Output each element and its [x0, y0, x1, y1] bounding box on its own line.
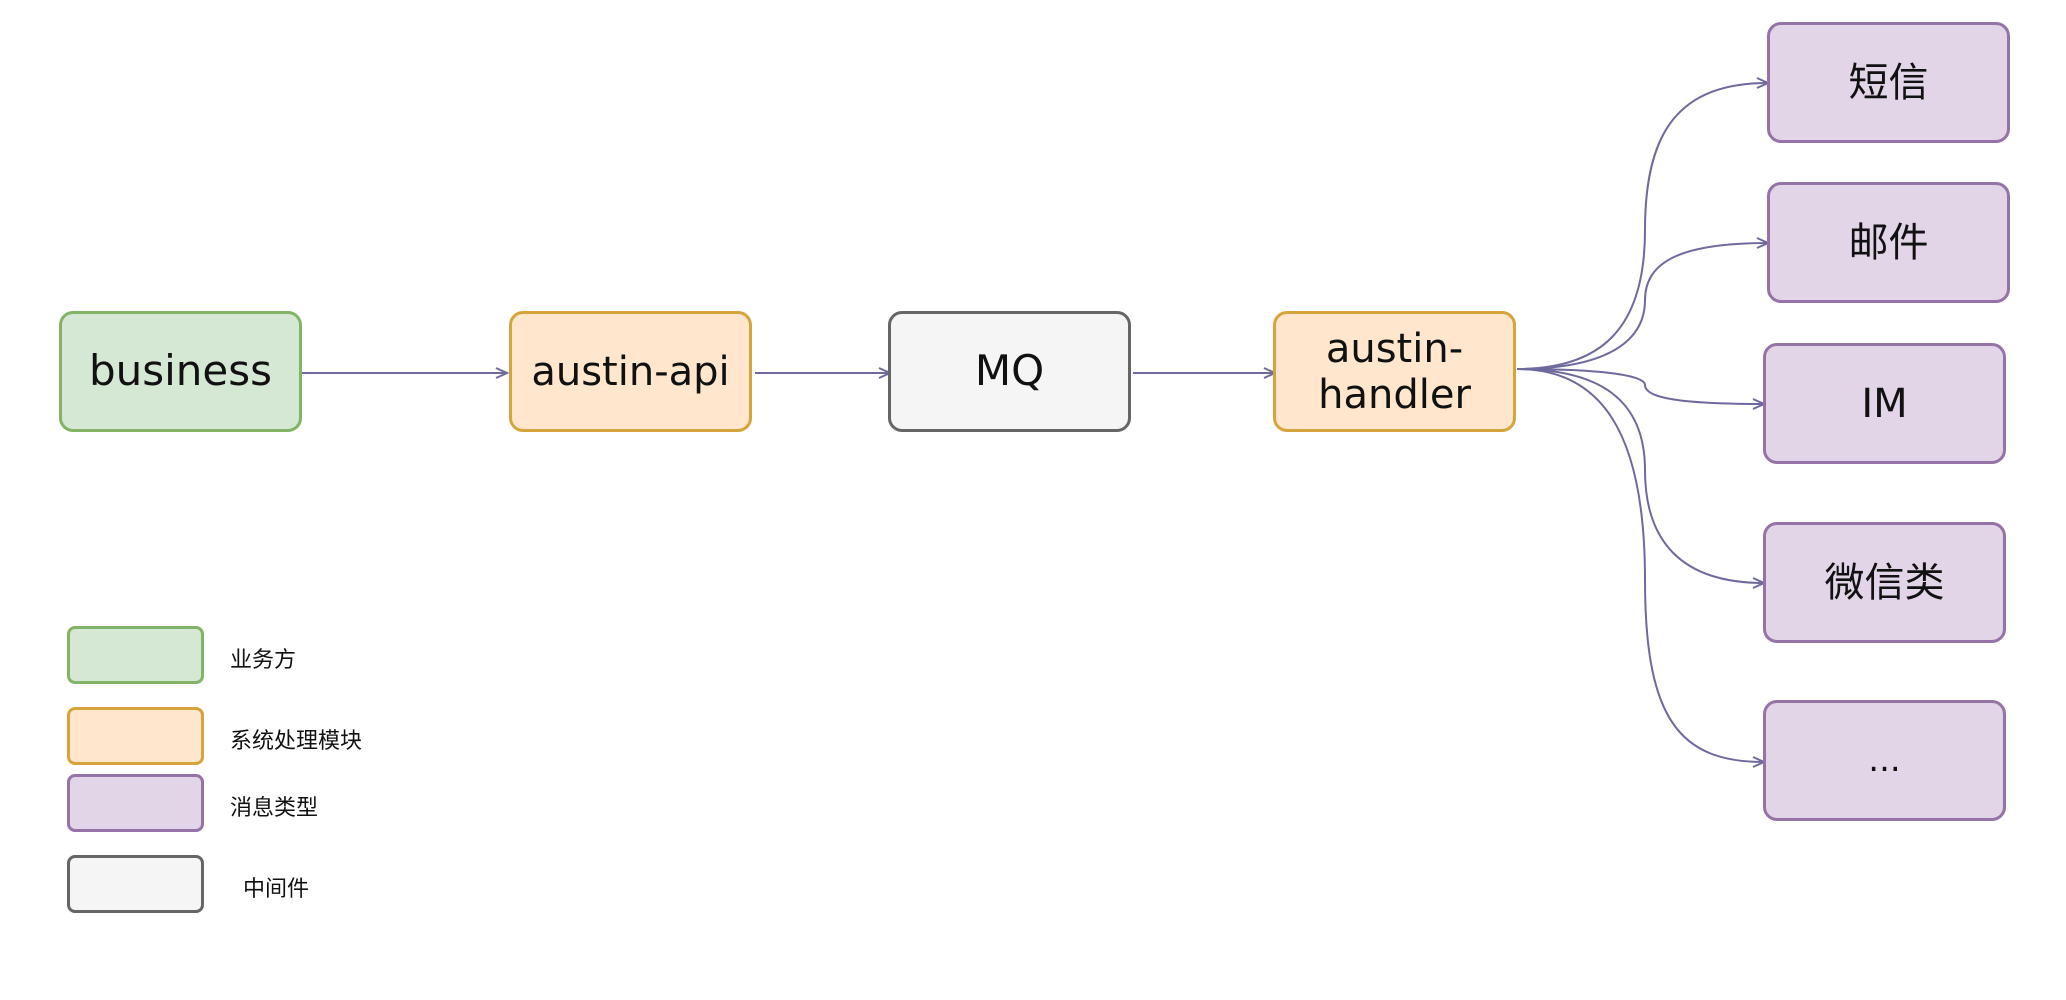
legend-swatch-business — [67, 626, 204, 684]
node-more: ... — [1763, 700, 2006, 821]
legend-swatch-message-type — [67, 774, 204, 832]
node-sms: 短信 — [1767, 22, 2010, 143]
legend-label-message-type: 消息类型 — [230, 796, 319, 821]
node-business: business — [59, 311, 302, 432]
node-austin-api: austin-api — [509, 311, 752, 432]
legend-swatch-system-module — [67, 707, 204, 765]
edge-handler-to-wechat — [1516, 368, 1764, 583]
edge-handler-to-email — [1516, 243, 1768, 370]
legend-label-business: 业务方 — [230, 648, 297, 673]
legend-label-middleware: 中间件 — [243, 877, 310, 902]
edge-handler-to-im — [1516, 368, 1764, 404]
node-austin-handler: austin- handler — [1273, 311, 1516, 432]
edge-handler-to-sms — [1516, 83, 1768, 370]
node-email: 邮件 — [1767, 182, 2010, 303]
legend-swatch-middleware — [67, 855, 204, 913]
edge-handler-to-more — [1516, 368, 1764, 762]
node-im: IM — [1763, 343, 2006, 464]
node-wechat: 微信类 — [1763, 522, 2006, 643]
legend-label-system-module: 系统处理模块 — [230, 729, 363, 754]
node-mq: MQ — [888, 311, 1131, 432]
